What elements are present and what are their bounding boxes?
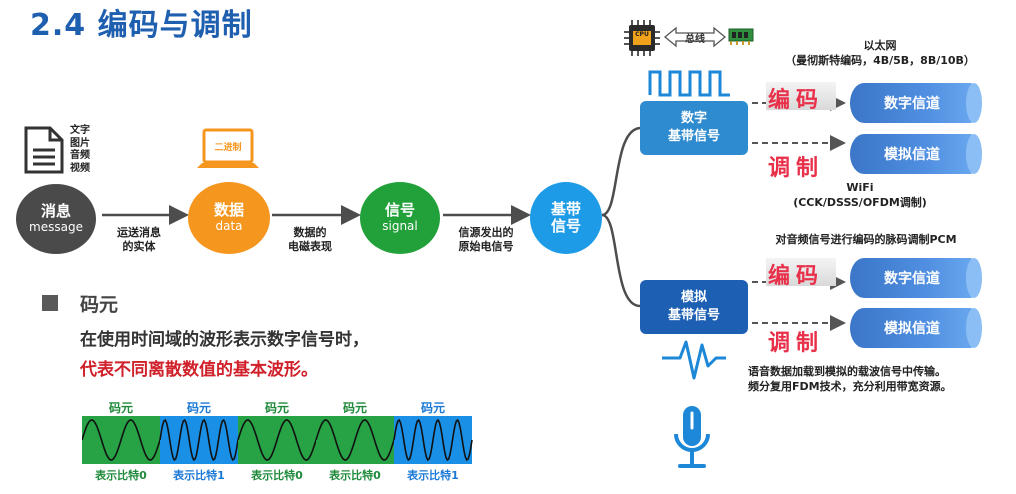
- doc-type-image: 图片: [70, 137, 90, 149]
- signal-en: signal: [382, 218, 418, 233]
- symbol-waveform: [82, 416, 473, 464]
- doc-types: 文字 图片 音频 视频: [70, 125, 90, 175]
- edge-label-signal-baseband: 信源发出的 原始电信号: [444, 226, 528, 254]
- baseband-line2: 信号: [550, 217, 581, 235]
- message-cn: 消息: [40, 202, 71, 221]
- symbol-label-1: 码元: [186, 401, 211, 415]
- data-cn: 数据: [213, 201, 244, 220]
- signal-cn: 信号: [384, 201, 415, 220]
- wifi-note: WiFi (CCK/DSSS/OFDM调制): [770, 180, 950, 211]
- edge1-line2: 的实体: [122, 239, 156, 253]
- ethernet-detail: （曼彻斯特编码，4B/5B，8B/10B）: [785, 54, 975, 68]
- analog-channel-top-label: 模拟信道: [884, 147, 940, 163]
- encode-label-top: 编码: [768, 88, 825, 113]
- digital-channel-bottom: 数字信道: [850, 258, 982, 298]
- doc-type-audio: 音频: [70, 150, 90, 161]
- wifi-title: WiFi: [846, 181, 874, 194]
- fdm-note: 语音数据加载到模拟的载波信号中传输。 频分复用FDM技术，充分利用带宽资源。: [748, 364, 1010, 395]
- bus-arrow-icon: [664, 26, 726, 48]
- laptop-label: 二进制: [214, 143, 242, 153]
- section-bullet: [42, 295, 58, 311]
- analog-baseband-box: 模拟 基带信号: [640, 280, 748, 334]
- symbol-wave-1: [159, 418, 239, 462]
- symbol-bit-label-3: 表示比特0: [329, 469, 381, 482]
- symbol-wave-0: [82, 419, 161, 461]
- symbol-label-3: 码元: [342, 401, 367, 415]
- analog-channel-top: 模拟信道: [850, 134, 982, 174]
- cpu-icon: [624, 20, 660, 56]
- data-en: data: [215, 218, 243, 233]
- encode-bg-bottom: [766, 258, 836, 286]
- fdm-note-line1: 语音数据加载到模拟的载波信号中传输。: [748, 365, 946, 378]
- symbol-wave-2: [237, 419, 317, 461]
- digital-baseband-line1: 数字: [680, 111, 707, 127]
- analog-baseband-line2: 基带信号: [667, 308, 720, 323]
- edge-label-data-signal: 数据的 电磁表现: [274, 226, 346, 254]
- symbol-wave-4: [393, 418, 473, 462]
- pcm-note: 对音频信号进行编码的脉码调制PCM: [775, 233, 957, 246]
- symbol-label-4: 码元: [420, 401, 445, 415]
- symbol-heading: 码元: [80, 294, 119, 316]
- message-en: message: [29, 219, 83, 234]
- analog-channel-bottom: 模拟信道: [850, 308, 982, 348]
- modulate-label-top: 调制: [768, 156, 825, 181]
- document-icon: [24, 126, 64, 174]
- digital-channel-top-label: 数字信道: [884, 96, 940, 112]
- symbol-label-0: 码元: [108, 401, 133, 415]
- analog-channel-bottom-label: 模拟信道: [884, 321, 940, 337]
- edge2-line2: 电磁表现: [288, 239, 332, 253]
- cpu-label: CPU: [635, 31, 649, 38]
- message-node: 消息 message: [16, 184, 96, 254]
- ethernet-title: 以太网: [863, 39, 897, 52]
- analog-baseband-line1: 模拟: [680, 290, 707, 306]
- wifi-detail: (CCK/DSSS/OFDM调制): [793, 196, 927, 210]
- edge3-line2: 原始电信号: [458, 239, 514, 253]
- encode-bg-top: [766, 82, 836, 110]
- symbol-bit-label-1: 表示比特1: [173, 469, 225, 482]
- digital-channel-bottom-label: 数字信道: [884, 271, 940, 287]
- ethernet-note: 以太网 （曼彻斯特编码，4B/5B，8B/10B）: [780, 38, 980, 69]
- digital-baseband-box: 数字 基带信号: [640, 101, 748, 155]
- fdm-note-line2: 频分复用FDM技术，充分利用带宽资源。: [748, 380, 952, 394]
- symbol-definition-line1: 在使用时间域的波形表示数字信号时，: [80, 330, 369, 350]
- edge2-line1: 数据的: [293, 226, 327, 239]
- microphone-icon: [674, 406, 710, 468]
- modulate-label-bottom: 调制: [768, 331, 825, 356]
- encode-label-bottom: 编码: [768, 264, 825, 289]
- doc-type-text: 文字: [70, 125, 90, 136]
- digital-baseband-line2: 基带信号: [667, 129, 720, 144]
- signal-node: 信号 signal: [360, 182, 440, 254]
- memory-icon: [728, 28, 754, 45]
- laptop-icon: [197, 128, 259, 168]
- symbol-bit-label-4: 表示比特1: [407, 469, 459, 482]
- edge-label-message-data: 运送消息 的实体: [104, 226, 174, 254]
- page-title: 2.4 编码与调制: [30, 8, 253, 43]
- baseband-line1: 基带: [550, 199, 581, 218]
- symbol-wave-3: [315, 419, 395, 461]
- digital-channel-top: 数字信道: [850, 83, 982, 123]
- edge3-line1: 信源发出的: [458, 226, 514, 239]
- symbol-definition-line2: 代表不同离散数值的基本波形。: [80, 360, 318, 380]
- symbol-bit-label-0: 表示比特0: [95, 469, 147, 482]
- doc-type-video: 视频: [70, 162, 90, 174]
- symbol-label-2: 码元: [264, 401, 289, 415]
- baseband-node: 基带 信号: [530, 182, 602, 254]
- bus-label: 总线: [685, 34, 705, 45]
- edge1-line1: 运送消息: [117, 226, 161, 239]
- data-node: 数据 data: [188, 182, 270, 254]
- symbol-bit-label-2: 表示比特0: [251, 469, 303, 482]
